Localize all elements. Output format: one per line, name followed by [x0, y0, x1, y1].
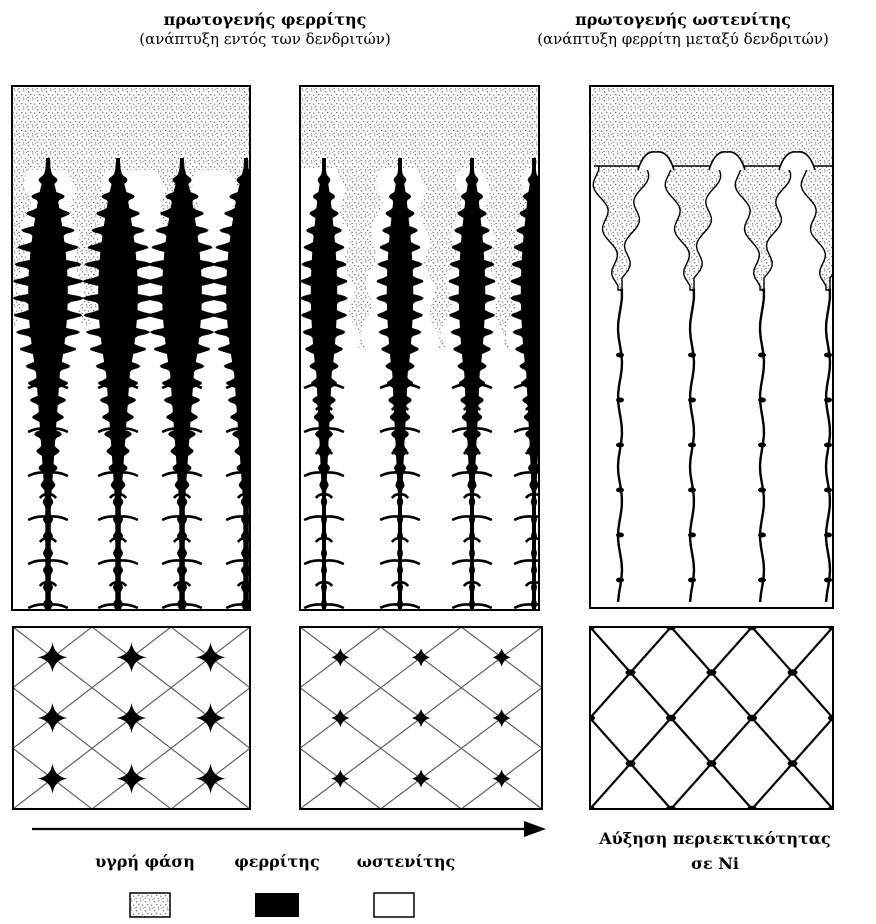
cell-boundary	[250, 627, 487, 809]
ferrite-nodule	[758, 488, 766, 493]
legend-label-austenite: ωστενίτης	[346, 852, 466, 871]
cell-boundary	[487, 627, 724, 809]
ferrite-star	[331, 770, 349, 788]
panel-primary-ferrite-high	[0, 86, 282, 612]
ferrite-nodule	[616, 443, 624, 448]
cell-boundary	[329, 627, 566, 809]
cell-boundary	[752, 627, 876, 809]
cell-boundary	[0, 627, 13, 809]
liquid-channel	[414, 160, 464, 350]
arrow-label: Αύξηση περιεκτικότητας σε Ni	[560, 827, 870, 877]
ferrite-nodule	[707, 669, 717, 675]
cell-boundary	[0, 627, 219, 809]
ferrite-star	[196, 703, 226, 733]
ferrite-nodule	[616, 488, 624, 493]
cell-boundary	[250, 627, 487, 809]
liquid-phase	[300, 86, 539, 168]
ferrite-star	[196, 642, 226, 672]
ferrite-star	[412, 709, 430, 727]
cell-boundary	[752, 627, 876, 809]
cell-boundary	[833, 627, 876, 809]
ferrite-nodule	[688, 353, 696, 358]
liquid-channel	[334, 160, 384, 350]
ferrite-nodule	[666, 715, 676, 721]
ferrite-nodule	[688, 443, 696, 448]
ferrite-nodule	[758, 443, 766, 448]
cell-boundary	[703, 627, 876, 809]
ferrite-nodule	[747, 715, 757, 721]
ferrite-nodule	[688, 533, 696, 538]
ferrite-star	[331, 709, 349, 727]
legend-label-liquid: υγρή φάση	[70, 852, 220, 871]
ferrite-star	[117, 703, 147, 733]
ferrite-star	[38, 764, 68, 794]
ferrite-nodule	[616, 398, 624, 403]
ferrite-star	[412, 648, 430, 666]
panel-primary-ferrite-medium	[300, 86, 558, 612]
ferrite-nodule	[824, 443, 832, 448]
ferrite-star	[493, 709, 511, 727]
ferrite-star	[38, 642, 68, 672]
ferrite-nodule	[707, 760, 717, 766]
ferrite-nodule	[626, 760, 636, 766]
liquid-phase	[12, 86, 250, 170]
ferrite-nodule	[869, 669, 876, 675]
legend-swatch-ferrite	[255, 893, 299, 917]
ferrite-nodule	[616, 533, 624, 538]
ferrite-star	[331, 648, 349, 666]
interdendritic-liquid	[735, 166, 790, 290]
ferrite-nodule	[824, 398, 832, 403]
cell-boundary	[58, 627, 300, 809]
panel-primary-austenite	[590, 86, 857, 608]
ferrite-nodule	[616, 353, 624, 358]
ferrite-nodule	[688, 398, 696, 403]
ferrite-nodule	[758, 398, 766, 403]
ferrite-nodule	[758, 353, 766, 358]
interdendritic-liquid	[665, 166, 720, 290]
ferrite-nodule	[788, 760, 798, 766]
cell-boundary	[833, 627, 876, 809]
ferrite-nodule	[626, 669, 636, 675]
ferrite-star	[117, 764, 147, 794]
ferrite-nodule	[688, 488, 696, 493]
cross-section-austenite	[266, 624, 876, 812]
ferrite-star	[196, 764, 226, 794]
ferrite-nodule	[758, 578, 766, 583]
ferrite-nodule	[824, 353, 832, 358]
interdendritic-liquid	[593, 166, 648, 290]
ferrite-nodule	[616, 578, 624, 583]
ferrite-nodule	[758, 533, 766, 538]
legend-swatch-austenite	[374, 893, 414, 917]
ferrite-star	[38, 703, 68, 733]
ferrite-star	[117, 642, 147, 672]
arrow-label-line1: Αύξηση περιεκτικότητας	[560, 827, 870, 852]
ferrite-nodule	[824, 533, 832, 538]
arrow-label-line2: σε Ni	[560, 852, 870, 877]
ferrite-nodule	[824, 578, 832, 583]
ferrite-nodule	[788, 669, 798, 675]
ferrite-nodule	[688, 578, 696, 583]
interdendritic-liquid	[801, 166, 856, 290]
ferrite-star	[493, 648, 511, 666]
legend-swatch-liquid	[130, 893, 170, 917]
cell-boundary	[58, 627, 300, 809]
ferrite-nodule	[869, 760, 876, 766]
cell-boundary	[0, 627, 13, 809]
legend-label-ferrite: φερρίτης	[222, 852, 332, 871]
ferrite-star	[493, 770, 511, 788]
ferrite-nodule	[824, 488, 832, 493]
ferrite-star	[412, 770, 430, 788]
increase-arrow	[32, 821, 546, 837]
cell-boundary	[408, 627, 645, 809]
